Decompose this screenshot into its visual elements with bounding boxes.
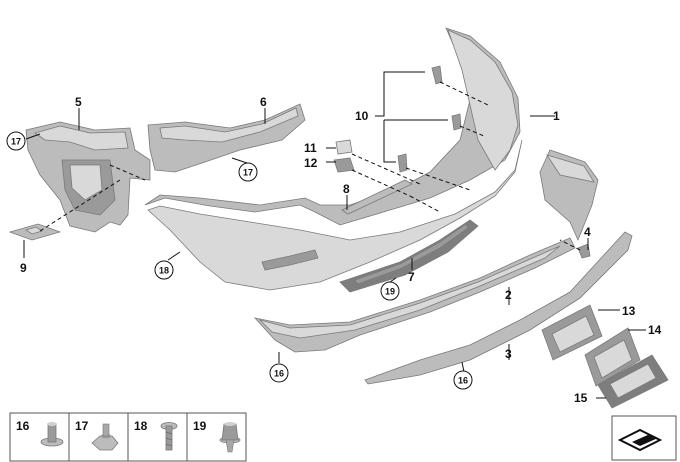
- svg-text:16: 16: [458, 376, 468, 386]
- circle-callout-16a: 16: [269, 363, 289, 383]
- legend-label-16: 16: [16, 419, 30, 433]
- fastener-16-icon: [40, 422, 64, 447]
- callout-4: 4: [584, 225, 591, 239]
- fastener-legend: 16 17 18 19: [9, 412, 247, 462]
- part-12-clip[interactable]: [333, 157, 355, 173]
- callout-10: 10: [355, 109, 369, 123]
- leader-lines: [23, 71, 646, 399]
- callout-6: 6: [260, 95, 267, 109]
- circle-callout-18: 18: [154, 260, 174, 280]
- fastener-19-icon: [219, 422, 241, 453]
- part-1-bumper-cover[interactable]: [144, 27, 523, 291]
- part-15-plate-bracket[interactable]: [597, 354, 669, 409]
- part-10-brackets[interactable]: [397, 65, 462, 173]
- callout-numbers: 1 2 3 4 5 6 7 8 9 10 11 12 13 14 15: [20, 95, 662, 405]
- part-13-plate-bracket[interactable]: [541, 304, 603, 361]
- part-14-plate-bracket[interactable]: [584, 327, 641, 387]
- orientation-icon: [611, 415, 677, 461]
- callout-7: 7: [408, 270, 415, 284]
- part-6-bracket[interactable]: [147, 103, 306, 173]
- legend-label-17: 17: [75, 419, 89, 433]
- svg-text:19: 19: [385, 287, 395, 297]
- callout-14: 14: [648, 323, 662, 337]
- fastener-17-icon: [91, 423, 119, 451]
- part-3-trim[interactable]: [364, 231, 633, 385]
- circle-callout-17b: 17: [238, 162, 258, 182]
- circle-callout-19: 19: [380, 281, 400, 301]
- part-11-clip[interactable]: [335, 139, 353, 155]
- part-5-bracket[interactable]: [25, 121, 151, 233]
- callout-5: 5: [75, 95, 82, 109]
- callout-11: 11: [304, 141, 317, 155]
- part-2-diffuser[interactable]: [253, 237, 576, 353]
- callout-13: 13: [622, 304, 636, 318]
- svg-text:17: 17: [11, 137, 21, 147]
- legend-label-18: 18: [134, 419, 148, 433]
- callout-15: 15: [574, 391, 588, 405]
- fastener-18-icon: [160, 422, 178, 451]
- svg-text:18: 18: [159, 266, 169, 276]
- leader-9-dash: [39, 179, 121, 232]
- callout-2: 2: [505, 288, 512, 302]
- svg-text:17: 17: [243, 168, 253, 178]
- dashed-lines: [109, 81, 581, 251]
- callout-3: 3: [505, 347, 512, 361]
- part-4-side-cover[interactable]: [539, 149, 599, 259]
- callout-8: 8: [343, 182, 350, 196]
- callout-9: 9: [20, 261, 27, 275]
- callout-12: 12: [304, 156, 318, 170]
- part-8-strip[interactable]: [341, 179, 413, 215]
- svg-text:16: 16: [274, 369, 284, 379]
- circle-callout-16b: 16: [453, 370, 473, 390]
- part-7-bracket[interactable]: [339, 219, 479, 293]
- legend-label-19: 19: [193, 419, 207, 433]
- part-9-clip[interactable]: [8, 223, 62, 241]
- circle-callout-17a: 17: [6, 131, 26, 151]
- callout-1: 1: [553, 109, 560, 123]
